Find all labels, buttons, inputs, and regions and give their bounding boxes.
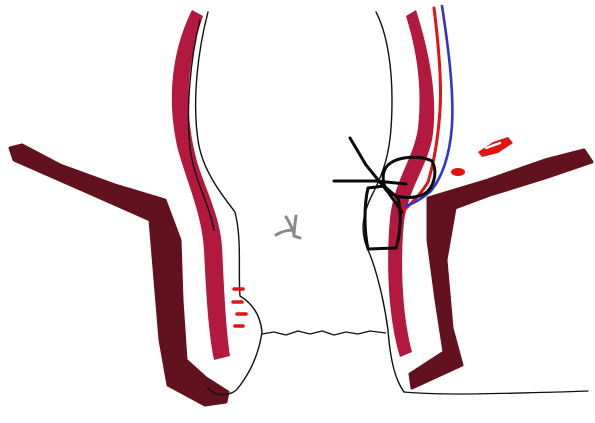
- gray-branch-glyph: [276, 216, 300, 238]
- right-dark-muscle-band: [410, 150, 592, 388]
- bottom-wavy-line: [262, 331, 386, 335]
- red-spot-right: [451, 137, 513, 176]
- bottom-right-baseline: [404, 391, 588, 394]
